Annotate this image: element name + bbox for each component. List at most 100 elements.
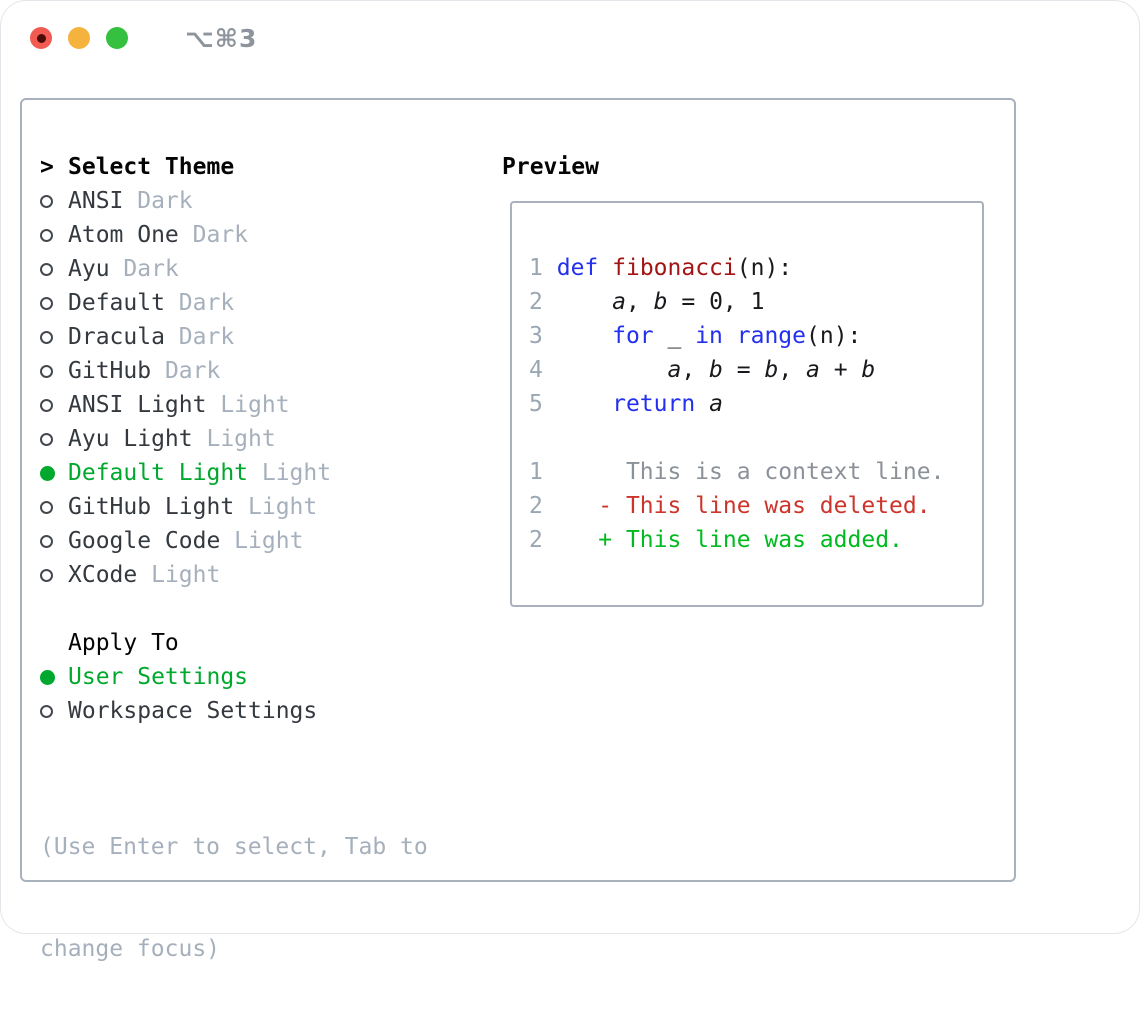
option-label: ANSI Light [68, 392, 207, 418]
option-label: Default [68, 290, 165, 316]
theme-option[interactable]: Atom One Dark [40, 218, 502, 252]
radio-icon [40, 465, 55, 481]
code-token [543, 323, 612, 349]
line-number: 3 [529, 323, 543, 349]
code-token [723, 323, 737, 349]
code-token [543, 493, 598, 519]
option-tag: Light [248, 460, 332, 486]
preview-title: Preview [502, 154, 599, 180]
code-token: b [709, 357, 723, 383]
code-token: _ [653, 323, 696, 349]
radio-icon [40, 262, 53, 276]
radio-icon [40, 398, 53, 412]
theme-option[interactable]: ANSI Light Light [40, 388, 502, 422]
option-tag: Light [137, 562, 221, 588]
line-number: 2 [529, 527, 543, 553]
line-number: 2 [529, 493, 543, 519]
code-line: 1 def fibonacci(n): [529, 251, 982, 285]
focus-caret-icon: > [40, 154, 54, 180]
radio-icon [40, 228, 53, 242]
option-label: Workspace Settings [68, 698, 318, 724]
option-label: GitHub Light [68, 494, 235, 520]
option-label: ANSI [68, 188, 124, 214]
option-tag: Dark [164, 324, 235, 350]
code-token: + This line was added. [598, 527, 903, 553]
preview-column: Preview 1 def fibonacci(n):2 a, b = 0, 1… [502, 150, 1014, 880]
code-token: def [556, 255, 599, 281]
theme-option[interactable]: Ayu Dark [40, 252, 502, 286]
option-tag: Dark [164, 290, 235, 316]
option-label: Google Code [68, 528, 221, 554]
theme-picker-panel: >Select Theme ANSI Dark Atom One Dark Ay… [20, 98, 1016, 962]
theme-option[interactable]: XCode Light [40, 558, 502, 592]
theme-option[interactable]: Ayu Light Light [40, 422, 502, 456]
hint-line: (Use Enter to select, Tab to [40, 834, 428, 860]
option-label: Dracula [68, 324, 165, 350]
code-token: = 0, 1 [667, 289, 765, 315]
minimize-button[interactable] [68, 27, 90, 49]
option-tag: Light [220, 528, 304, 554]
code-token: + [819, 357, 862, 383]
radio-icon [40, 194, 53, 208]
option-tag: Dark [178, 222, 249, 248]
radio-icon [40, 534, 53, 548]
code-token: fibonacci [612, 255, 737, 281]
theme-option[interactable]: Google Code Light [40, 524, 502, 558]
radio-icon [40, 364, 53, 378]
radio-icon [40, 330, 53, 344]
code-token: This is a context line. [542, 459, 945, 485]
code-line: 2 + This line was added. [529, 523, 982, 557]
code-token [543, 357, 668, 383]
line-number: 1 [529, 459, 543, 485]
maximize-button[interactable] [106, 27, 128, 49]
radio-icon [40, 669, 55, 685]
code-token: , [625, 289, 654, 315]
window-title: ⌥⌘3 [185, 23, 258, 53]
line-number: 1 [529, 255, 543, 281]
theme-option[interactable]: GitHub Dark [40, 354, 502, 388]
code-line: 1 This is a context line. [529, 455, 982, 489]
theme-option[interactable]: Default Light Light [40, 456, 502, 490]
app-window: ⌥⌘3 >Select Theme ANSI Dark Atom One Dar… [0, 0, 1140, 962]
code-token: range [736, 323, 807, 349]
code-line: 4 a, b = b, a + b [529, 353, 982, 387]
apply-to-option[interactable]: User Settings [40, 660, 502, 694]
code-token: (n): [806, 323, 862, 349]
code-token: for [612, 323, 654, 349]
code-token [695, 391, 709, 417]
theme-option[interactable]: Default Dark [40, 286, 502, 320]
apply-to-title: Apply To [68, 630, 179, 656]
code-token: b [764, 357, 779, 383]
code-token [543, 255, 557, 281]
theme-selector-column: >Select Theme ANSI Dark Atom One Dark Ay… [40, 150, 502, 962]
code-token: b [653, 289, 668, 315]
apply-to-list: User Settings Workspace Settings [40, 660, 502, 728]
theme-option[interactable]: GitHub Light Light [40, 490, 502, 524]
close-button[interactable] [30, 27, 52, 49]
apply-to-option[interactable]: Workspace Settings [40, 694, 502, 728]
line-number: 5 [529, 391, 543, 417]
code-token: , [778, 357, 807, 383]
theme-option[interactable]: ANSI Dark [40, 184, 502, 218]
option-label: User Settings [68, 664, 249, 690]
code-token: = [722, 357, 765, 383]
radio-icon [40, 568, 53, 582]
code-token: - This line was deleted. [598, 493, 931, 519]
code-token [543, 391, 612, 417]
theme-list: ANSI Dark Atom One Dark Ayu Dark Default… [40, 184, 502, 592]
line-number: 4 [529, 357, 543, 383]
record-dot-icon [36, 33, 46, 43]
code-token [543, 527, 598, 553]
radio-icon [40, 296, 53, 310]
code-token: a [709, 391, 723, 417]
option-tag: Light [234, 494, 318, 520]
code-token [598, 255, 612, 281]
radio-icon [40, 500, 53, 514]
radio-icon [40, 432, 53, 446]
titlebar: ⌥⌘3 [1, 1, 1139, 53]
theme-option[interactable]: Dracula Dark [40, 320, 502, 354]
spacer [40, 592, 502, 626]
option-tag: Dark [123, 188, 193, 214]
option-label: Default Light [68, 460, 249, 486]
